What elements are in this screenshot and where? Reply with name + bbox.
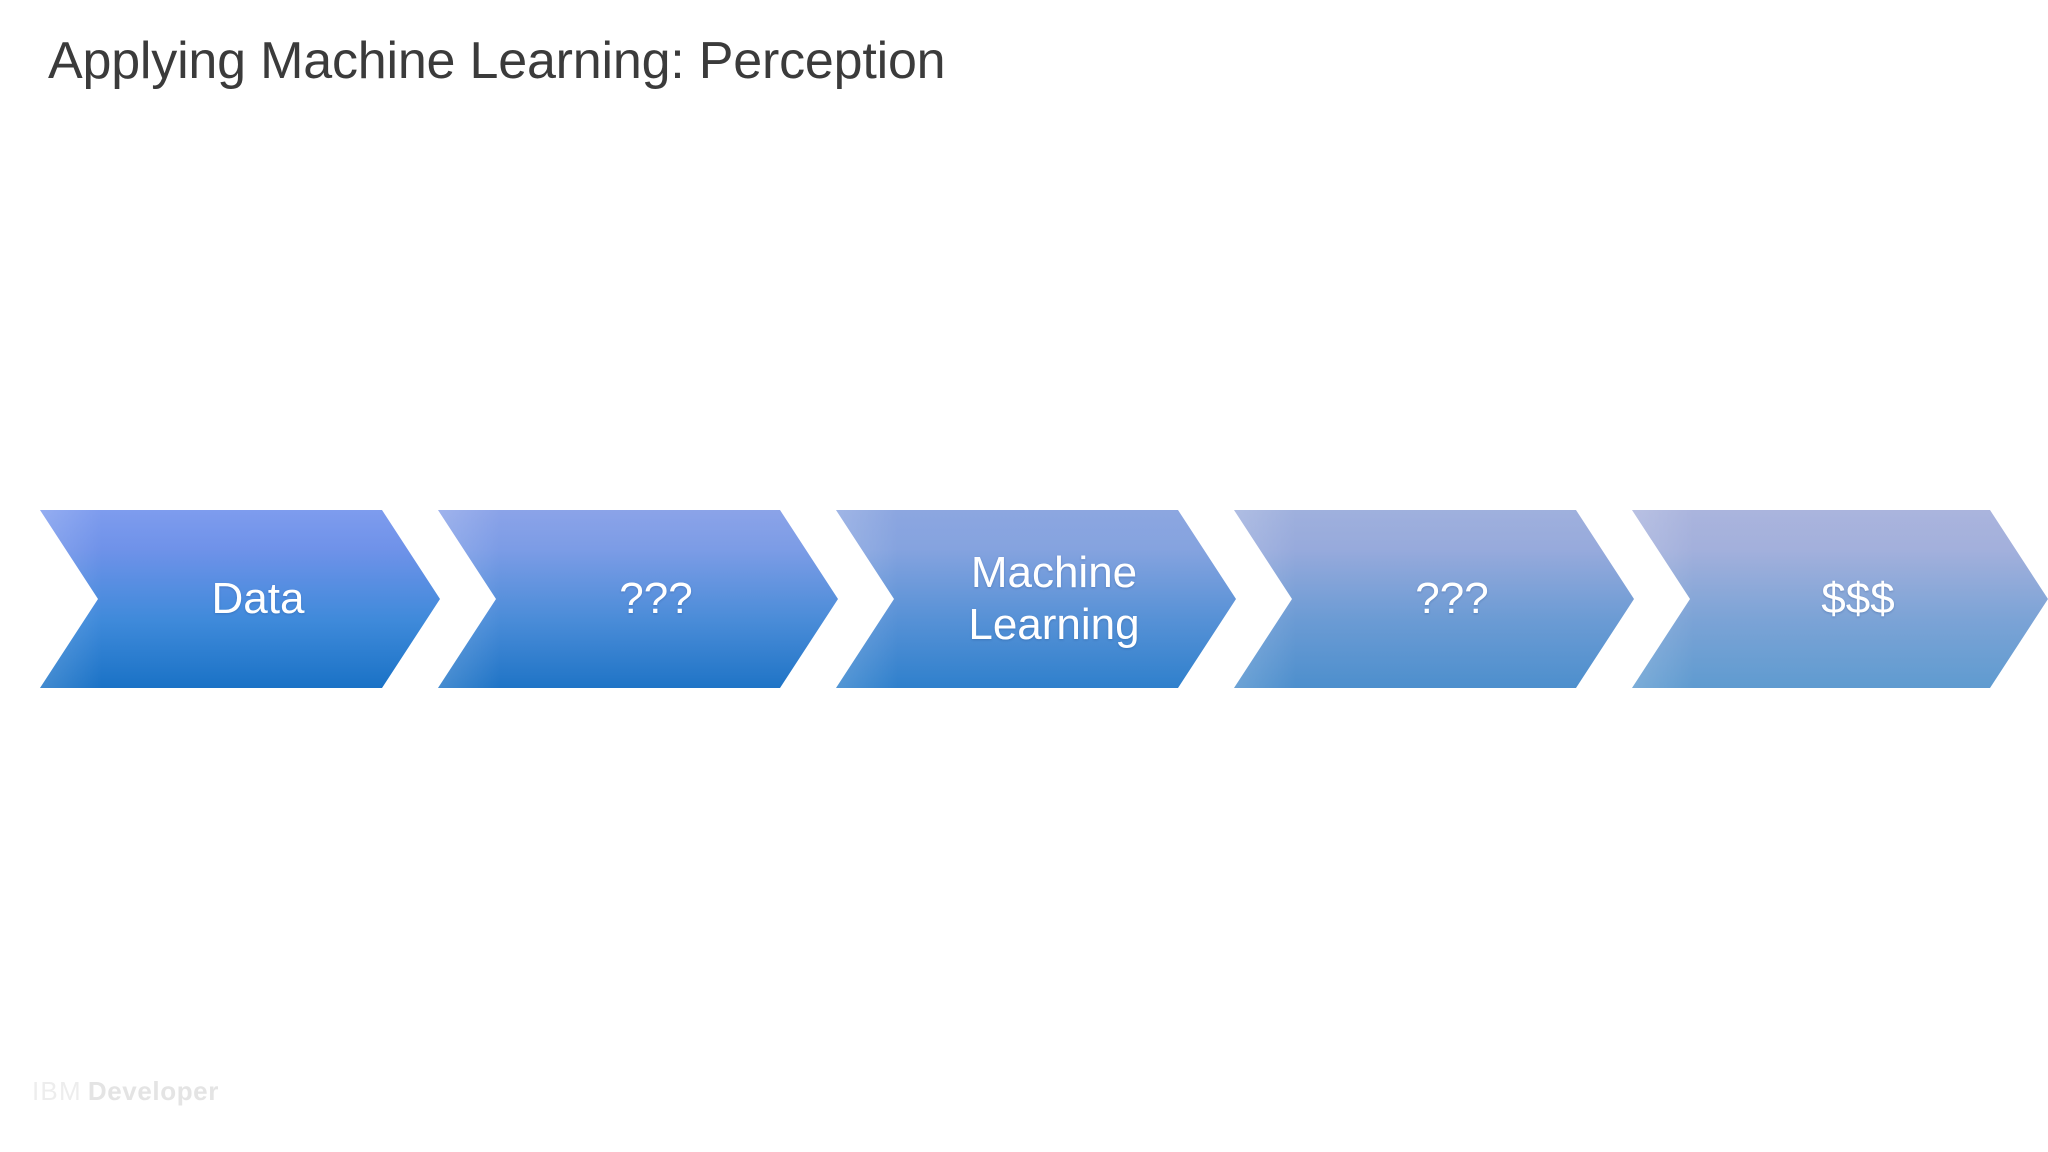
ibm-wordmark: IBM <box>32 1076 82 1106</box>
chevron-step-unknown-2[interactable]: ??? <box>1234 510 1634 688</box>
chevron-step-label: Machine Learning <box>968 548 1140 649</box>
page-title: Applying Machine Learning: Perception <box>48 32 946 90</box>
chevron-step-label: ??? <box>619 574 693 624</box>
chevron-step-label: ??? <box>1415 574 1489 624</box>
chevron-process-diagram: Data ??? Machine Learning ??? $$$ <box>0 510 2048 690</box>
chevron-step-label: $$$ <box>1821 574 1895 624</box>
chevron-step-data[interactable]: Data <box>40 510 440 688</box>
developer-wordmark: Developer <box>87 1076 219 1106</box>
chevron-step-machine-learning[interactable]: Machine Learning <box>836 510 1236 688</box>
chevron-step-unknown-1[interactable]: ??? <box>438 510 838 688</box>
chevron-step-money[interactable]: $$$ <box>1632 510 2048 688</box>
chevron-step-label: Data <box>211 574 305 624</box>
